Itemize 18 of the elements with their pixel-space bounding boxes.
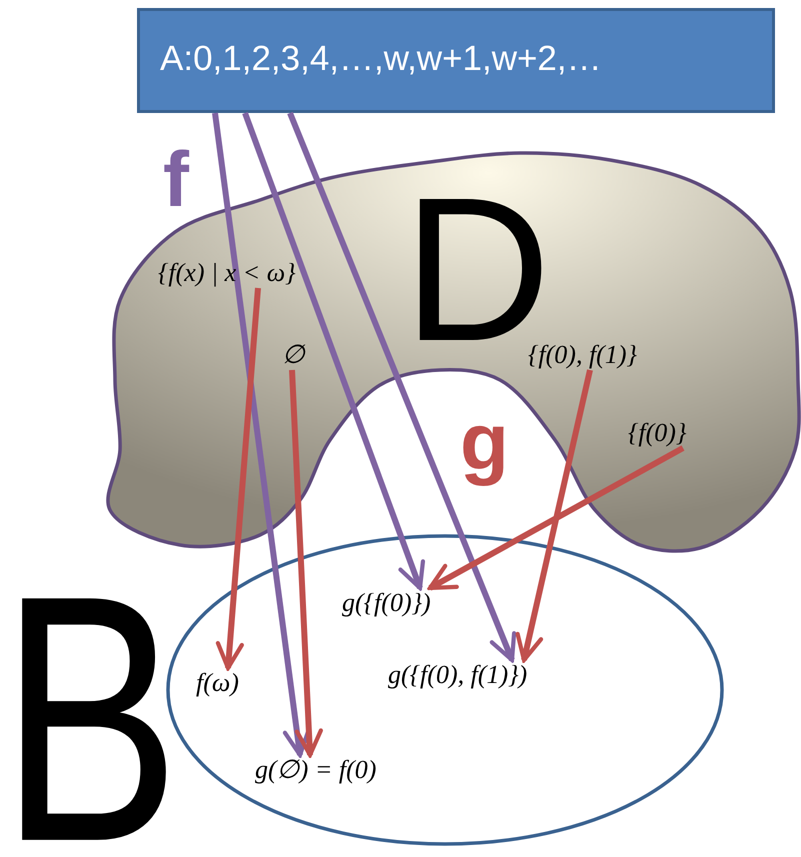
math-expression: g(∅) = f(0): [255, 755, 376, 785]
sequence-text: A:0,1,2,3,4,…,w,w+1,w+2,…: [160, 39, 602, 79]
arrow: [289, 370, 323, 758]
math-expression: {f(0)}: [628, 418, 686, 448]
arrow: [287, 112, 516, 662]
math-expression: g({f(0), f(1)}): [388, 660, 528, 690]
sequence-box: [137, 8, 775, 113]
math-expression: f(ω): [196, 668, 239, 698]
arrow: [428, 445, 684, 591]
set-letter: B: [0, 589, 180, 852]
math-expression: {f(0), f(1)}: [528, 340, 637, 370]
math-expression: {f(x) | x < ω}: [158, 258, 296, 288]
arrow: [242, 112, 426, 590]
arrow: [216, 288, 261, 670]
math-expression: ∅: [282, 340, 305, 370]
math-expression: g({f(0)}): [342, 588, 431, 618]
function-label: f: [163, 140, 189, 218]
arrow: [516, 369, 593, 662]
